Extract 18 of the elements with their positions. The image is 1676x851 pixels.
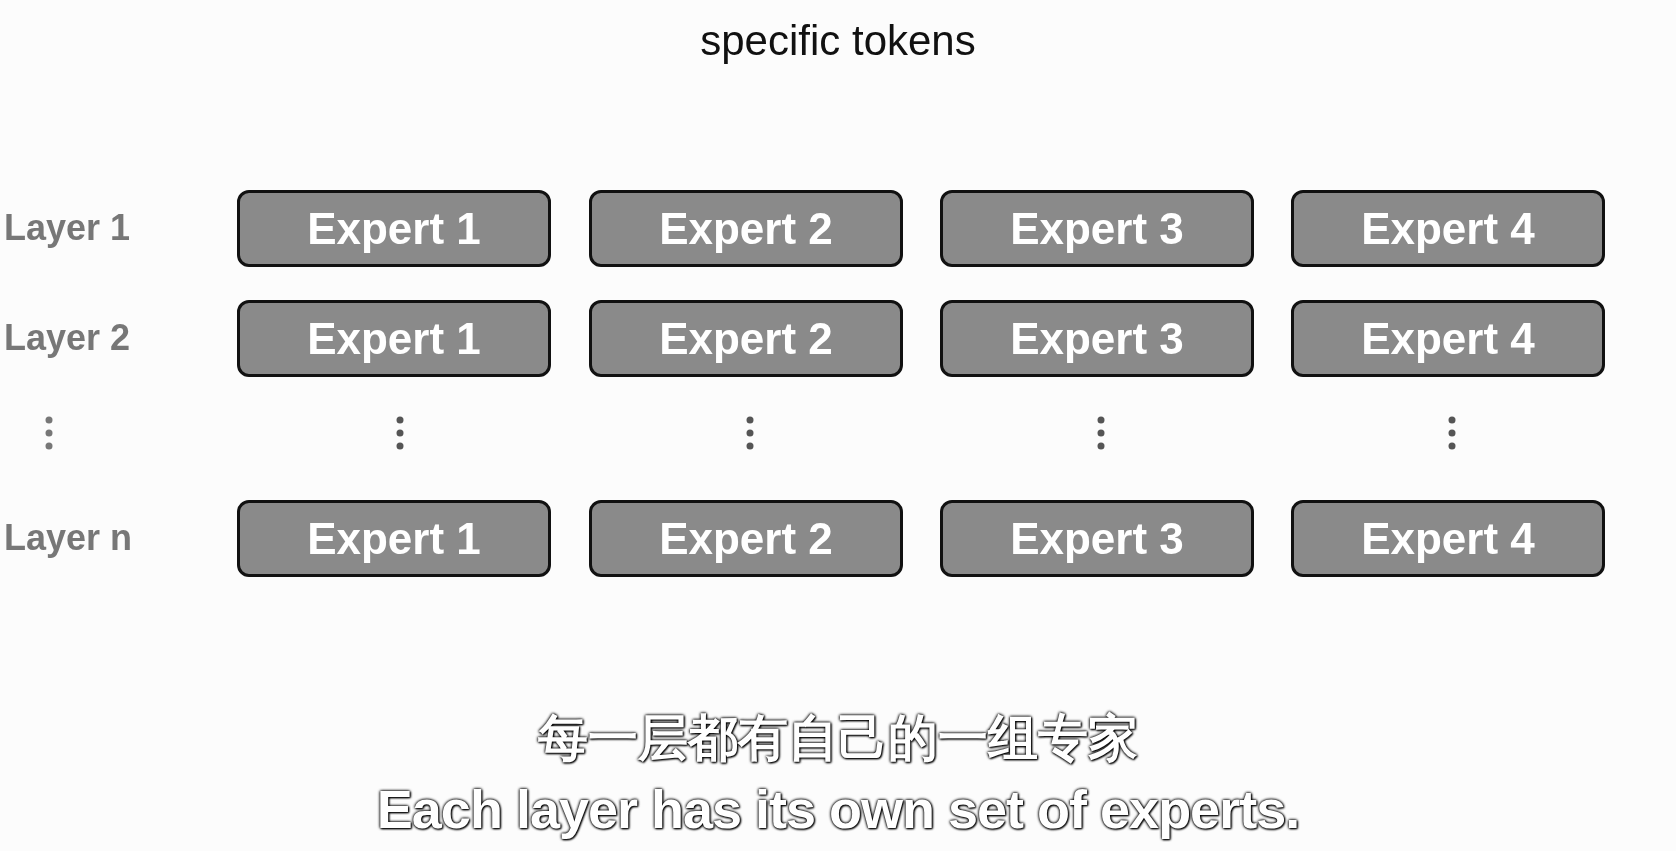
- expert-box: Expert 4: [1291, 500, 1605, 577]
- expert-box: Expert 3: [940, 190, 1254, 267]
- subtitle-text: 每一层都有自己的一组专家: [535, 709, 1139, 768]
- layer-label: Layer 1: [4, 208, 131, 248]
- expert-box: Expert 4: [1291, 190, 1605, 267]
- expert-box: Expert 3: [940, 300, 1254, 377]
- title-text: specific tokens: [699, 16, 977, 66]
- expert-box: Expert 4: [1291, 300, 1605, 377]
- layer-label: Layer n: [4, 518, 133, 558]
- expert-box: Expert 1: [237, 300, 551, 377]
- expert-box: Expert 2: [589, 300, 903, 377]
- expert-box: Expert 1: [237, 190, 551, 267]
- expert-box: Expert 2: [589, 190, 903, 267]
- expert-box: Expert 2: [589, 500, 903, 577]
- expert-box: Expert 3: [940, 500, 1254, 577]
- expert-box: Expert 1: [237, 500, 551, 577]
- subtitle-text: Each layer has its own set of experts.: [375, 778, 1301, 840]
- layer-label: Layer 2: [4, 318, 131, 358]
